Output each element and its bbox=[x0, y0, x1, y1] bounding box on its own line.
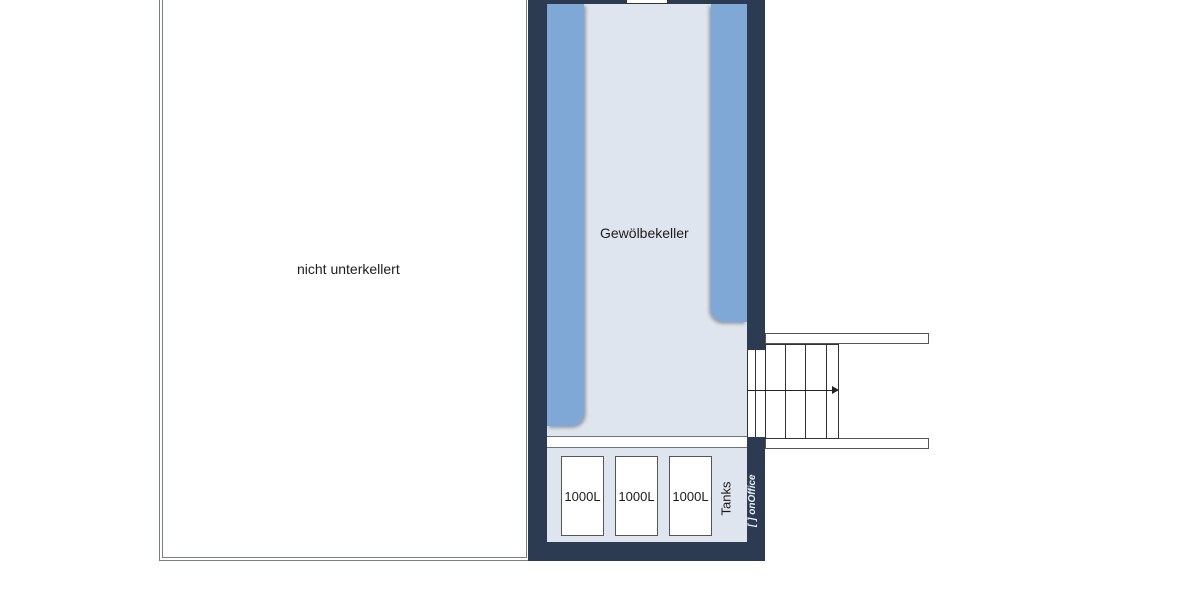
vaulted-cellar-label: Gewölbekeller bbox=[600, 225, 689, 241]
tank: 1000L bbox=[669, 456, 712, 536]
stair-direction-arrow bbox=[748, 390, 834, 391]
tank: 1000L bbox=[615, 456, 658, 536]
onoffice-logo: [ ] onOffice bbox=[747, 467, 761, 527]
door-opening bbox=[747, 350, 765, 437]
exterior-stairs bbox=[765, 344, 839, 439]
unbasemented-area-inner-line bbox=[162, 0, 527, 558]
tank-label: 1000L bbox=[672, 488, 709, 504]
logo-bracket-icon: [ ] bbox=[747, 517, 758, 527]
stair-arrow-head-icon bbox=[832, 386, 839, 394]
tank-label: 1000L bbox=[618, 488, 655, 504]
vault-left-side bbox=[547, 4, 584, 426]
stair-step-line bbox=[826, 345, 827, 438]
partition-wall bbox=[547, 436, 747, 448]
tank: 1000L bbox=[561, 456, 604, 536]
top-wall-opening bbox=[626, 0, 668, 4]
stair-rail-bottom bbox=[765, 438, 929, 449]
door-frame-line bbox=[755, 350, 756, 437]
logo-text: onOffice bbox=[747, 474, 758, 515]
stair-step-line bbox=[785, 345, 786, 438]
tank-room-label: Tanks bbox=[718, 481, 734, 516]
tank-label: 1000L bbox=[564, 488, 601, 504]
unbasemented-area bbox=[159, 0, 530, 561]
vault-right-side bbox=[711, 4, 747, 322]
stair-rail-top bbox=[765, 333, 929, 344]
unbasemented-label: nicht unterkellert bbox=[297, 261, 400, 277]
stair-step-line bbox=[805, 345, 806, 438]
